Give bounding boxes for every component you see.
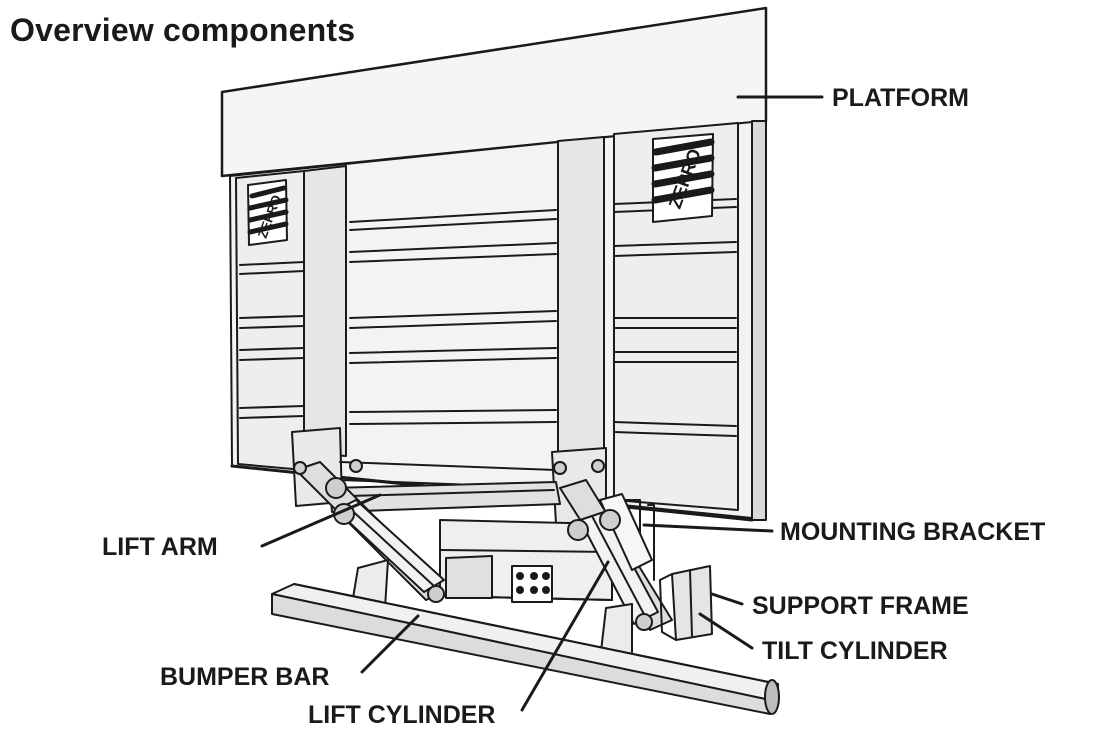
- leader-lift-arm: [260, 493, 382, 548]
- leader-lift-cylinder: [520, 560, 610, 712]
- leader-mounting-bracket: [642, 523, 774, 533]
- leader-lines: [260, 95, 824, 712]
- label-lift-cylinder: LIFT CYLINDER: [308, 701, 496, 729]
- label-support-frame: SUPPORT FRAME: [752, 592, 969, 620]
- label-mounting-bracket: MOUNTING BRACKET: [780, 518, 1045, 546]
- label-tilt-cylinder: TILT CYLINDER: [762, 637, 948, 665]
- zepro-logo-left: ZEPRO: [247, 179, 289, 246]
- platform-drawing: [220, 6, 768, 522]
- zepro-logo-right: ZEPRO: [651, 133, 715, 223]
- label-bumper-bar: BUMPER BAR: [160, 663, 329, 691]
- leader-bumper-bar: [360, 614, 420, 674]
- label-lift-arm: LIFT ARM: [102, 533, 218, 561]
- leader-tilt-cylinder: [698, 612, 754, 650]
- label-platform: PLATFORM: [832, 84, 969, 112]
- cylinders: [293, 459, 659, 631]
- bumper-bar: [271, 559, 780, 715]
- support-frame: [439, 519, 713, 641]
- leader-support-frame: [710, 592, 744, 606]
- page-title: Overview components: [10, 12, 356, 48]
